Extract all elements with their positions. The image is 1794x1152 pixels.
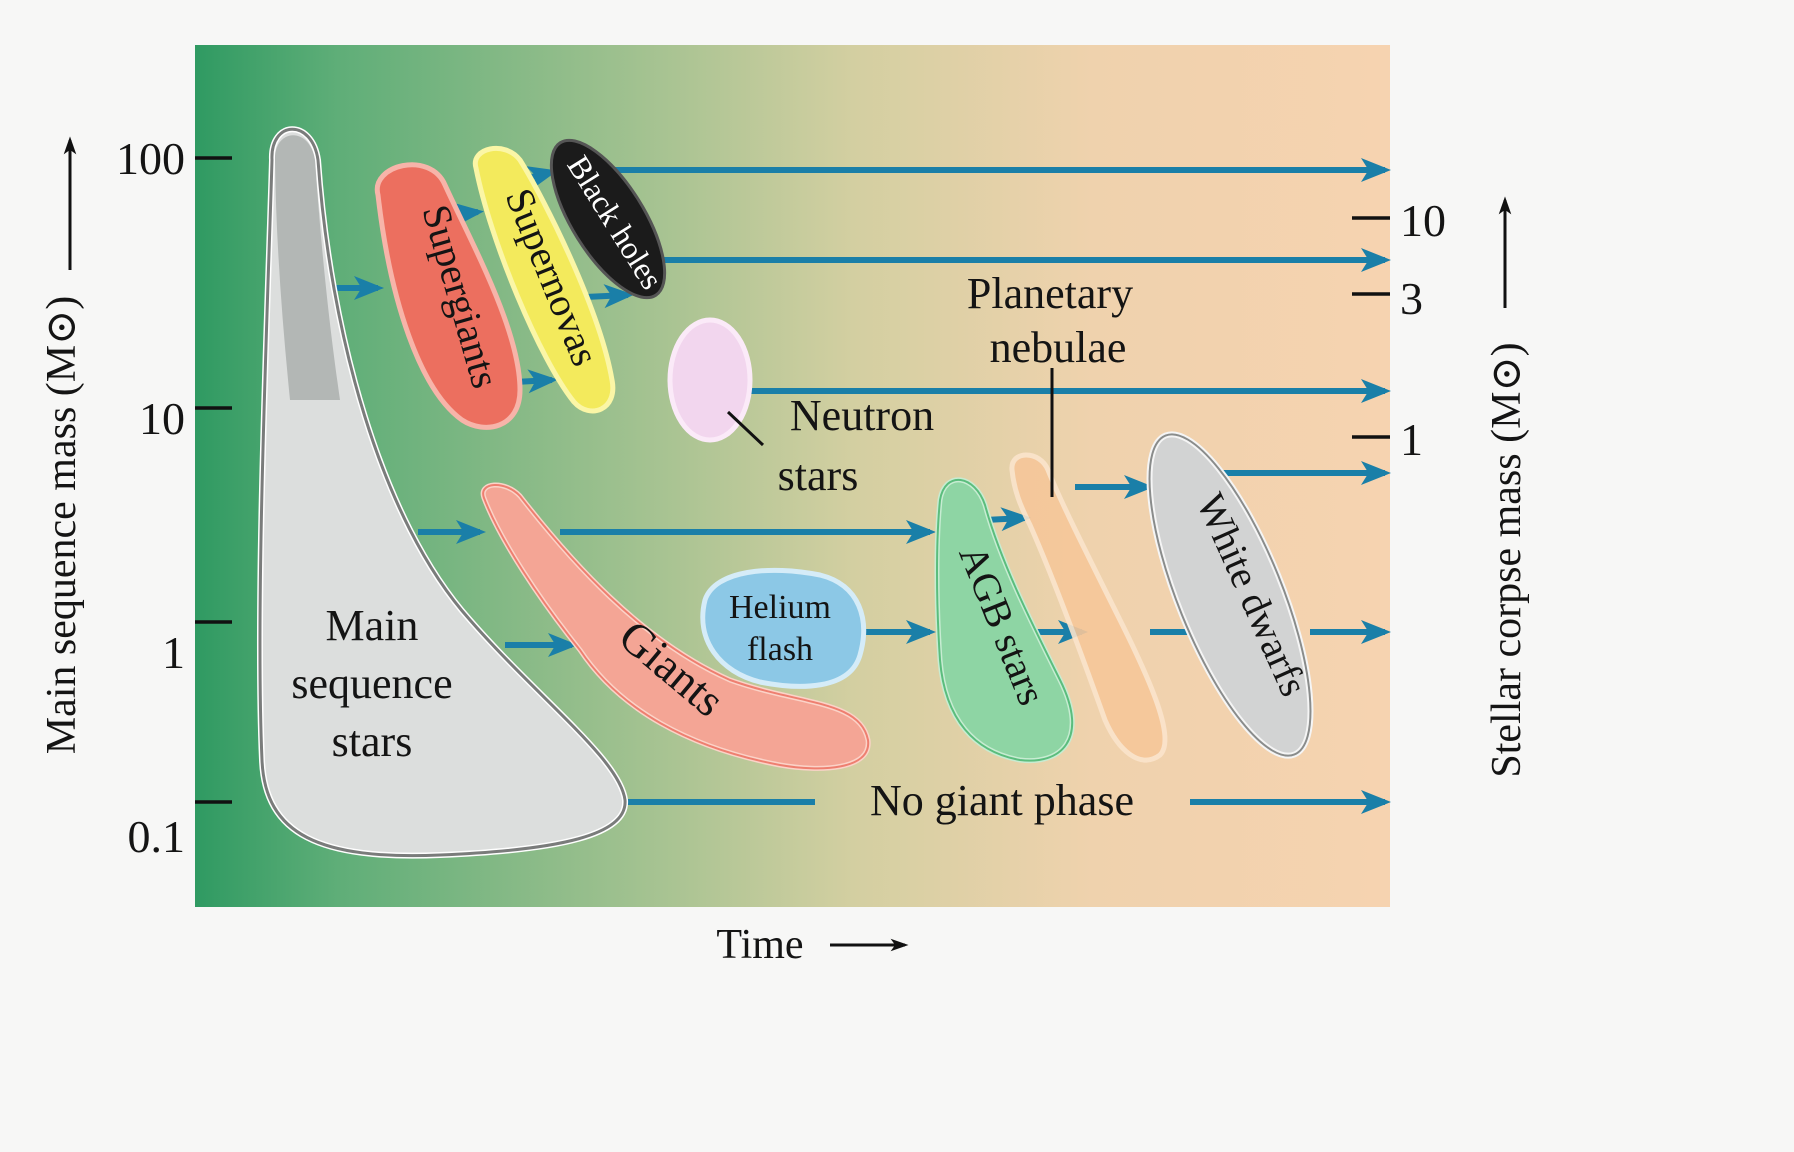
- right-axis-title: Stellar corpse mass (M⊙): [1484, 342, 1530, 777]
- main-sequence-label-line3: stars: [332, 717, 413, 766]
- left-tick-label-10: 10: [139, 393, 185, 444]
- x-axis-title: Time: [716, 922, 803, 968]
- helium-flash-label-line1: Helium: [729, 589, 831, 626]
- helium-flash-region: [700, 567, 867, 689]
- left-axis-title: Main sequence mass (M⊙): [39, 296, 85, 755]
- left-tick-label-1: 1: [162, 627, 185, 678]
- black-holes-region: [549, 138, 667, 300]
- right-tick-label-1: 1: [1400, 414, 1423, 465]
- helium-flash-label-line2: flash: [747, 631, 813, 668]
- neutron-stars-leader-line: [726, 410, 765, 447]
- left-tick-label-100: 100: [116, 133, 185, 184]
- left-axis: 100 10 1 0.1 Main sequence mass (M⊙): [39, 133, 232, 862]
- right-tick-label-10: 10: [1400, 195, 1446, 246]
- white-dwarfs-outline: [1148, 433, 1312, 757]
- x-axis: Time: [716, 922, 909, 968]
- neutron-stars-label-line2: stars: [778, 451, 859, 500]
- giants-outline: [482, 483, 870, 770]
- no-giant-phase-label: No giant phase: [870, 776, 1134, 825]
- right-tick-label-3: 3: [1400, 273, 1423, 324]
- main-sequence-outline: [258, 127, 627, 858]
- supergiants-region: [374, 162, 523, 430]
- main-sequence-label-line1: Main: [326, 601, 419, 650]
- agb-stars-outline: [936, 479, 1074, 762]
- planetary-nebulae-label-line1: Planetary: [967, 269, 1133, 318]
- planetary-nebulae-label-line2: nebulae: [990, 323, 1127, 372]
- neutron-stars-label-line1: Neutron: [790, 391, 934, 440]
- main-sequence-label-line2: sequence: [291, 659, 452, 708]
- main-sequence-top-shade: [274, 135, 340, 400]
- right-axis: 10 3 1 Stellar corpse mass (M⊙): [1352, 195, 1530, 778]
- flow-arrow-supernova-to-blackhole-low: [584, 284, 634, 309]
- supernovas-region: [472, 145, 616, 414]
- left-tick-label-0.1: 0.1: [128, 811, 186, 862]
- neutron-stars-region: [667, 317, 753, 443]
